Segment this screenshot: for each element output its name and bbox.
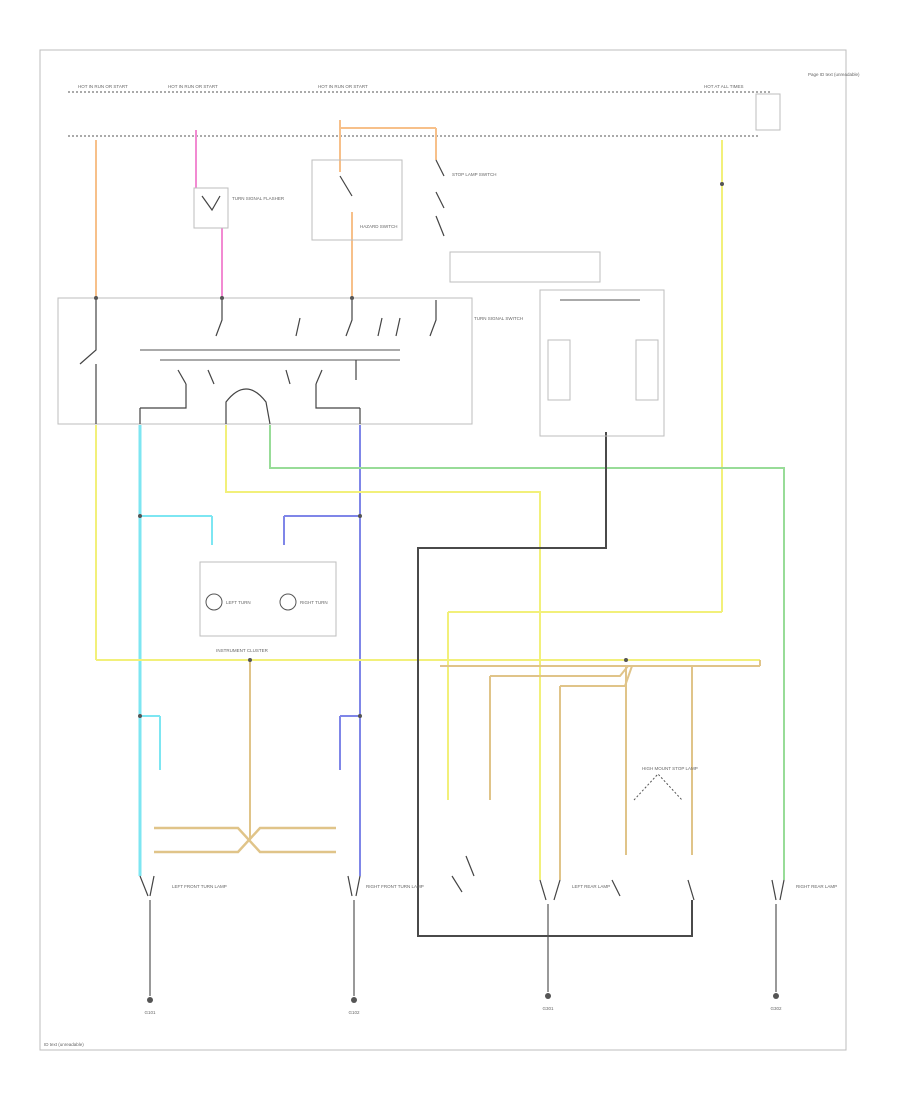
hazard-switch-label: HAZARD SWITCH: [360, 224, 398, 229]
fuse-label-1: HOT IN RUN OR START: [78, 84, 128, 89]
left-front-lamp: G101: [139, 875, 156, 1015]
ground-icon: [545, 993, 551, 999]
fuse-label-3: HOT IN RUN OR START: [318, 84, 368, 89]
right-turn-indicator-label: RIGHT TURN: [300, 600, 328, 605]
fuse-label-2: HOT IN RUN OR START: [168, 84, 218, 89]
ground-right-front-label: G102: [348, 1010, 360, 1015]
left-turn-indicator-icon: [205, 593, 223, 611]
turn-signal-switch-label: TURN SIGNAL SWITCH: [474, 316, 523, 321]
ground-icon: [773, 993, 779, 999]
ground-left-rear-label: G301: [542, 1006, 554, 1011]
stop-lamp-switch-label: STOP LAMP SWITCH: [452, 172, 497, 177]
instrument-cluster-label: INSTRUMENT CLUSTER: [216, 648, 268, 653]
right-front-lamp: G102: [347, 875, 361, 1015]
top-power-bus: HOT IN RUN OR START HOT IN RUN OR START …: [68, 84, 781, 137]
wire-yellow: [225, 425, 541, 880]
wire-tan-cross: [154, 826, 336, 854]
hazard-switch: HAZARD SWITCH: [311, 159, 403, 241]
instrument-cluster: LEFT TURN RIGHT TURN INSTRUMENT CLUSTER: [199, 561, 337, 653]
left-front-turn-label: LEFT FRONT TURN LAMP: [172, 884, 227, 889]
right-turn-indicator-icon: [279, 593, 297, 611]
ground-icon: [351, 997, 357, 1003]
ground-right-rear-label: G302: [770, 1006, 782, 1011]
right-rear-lamp-label: RIGHT REAR LAMP: [796, 884, 837, 889]
right-rear-lamp: G302: [770, 879, 785, 1011]
fuse-label-4: HOT AT ALL TIMES: [704, 84, 744, 89]
turn-signal-switch: TURN SIGNAL SWITCH: [57, 297, 523, 425]
page-ref: Page ID text (unreadable): [808, 72, 860, 77]
relay-module: [539, 289, 665, 437]
right-front-turn-label: RIGHT FRONT TURN LAMP: [366, 884, 424, 889]
diagram-id: ID text (unreadable): [44, 1042, 84, 1047]
left-rear-lamp-label: LEFT REAR LAMP: [572, 884, 610, 889]
ground-icon: [147, 997, 153, 1003]
high-mount-stop-label: HIGH MOUNT STOP LAMP: [642, 766, 698, 771]
turn-signal-flasher-label: TURN SIGNAL FLASHER: [232, 196, 285, 201]
diagram-frame: [39, 49, 847, 1051]
left-turn-indicator-label: LEFT TURN: [226, 600, 251, 605]
wire-dark-loop: [417, 432, 693, 937]
ground-left-front-label: G101: [144, 1010, 156, 1015]
stop-lamp-switch: STOP LAMP SWITCH: [435, 159, 601, 283]
high-mount-stop-lamp: HIGH MOUNT STOP LAMP: [633, 766, 698, 801]
left-rear-lamp: G301: [539, 879, 561, 1011]
turn-signal-flasher: TURN SIGNAL FLASHER: [193, 187, 285, 229]
connector-dots: [94, 182, 724, 718]
wire-green: [269, 425, 785, 880]
